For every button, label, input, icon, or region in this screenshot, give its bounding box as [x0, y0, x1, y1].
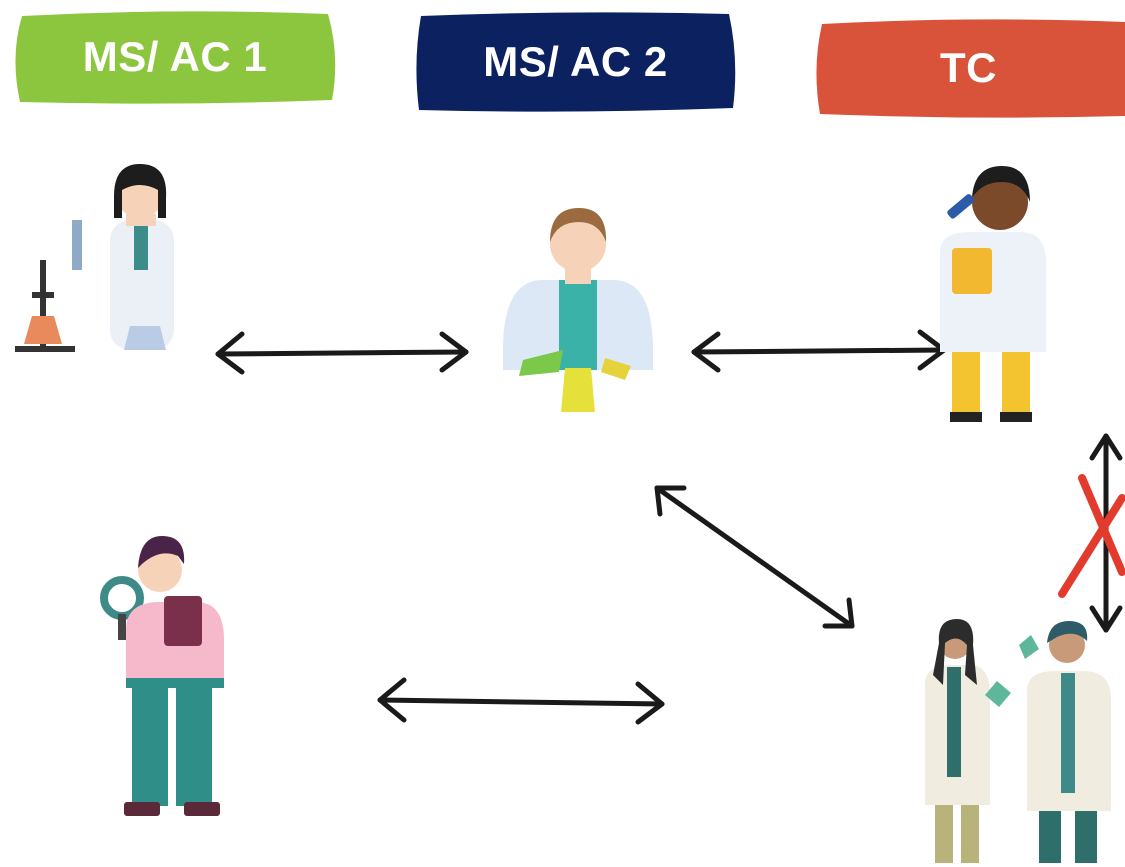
label-tc: TC	[812, 16, 1125, 120]
scientist-with-flask-icon	[15, 164, 174, 352]
two-scientists-icon	[925, 619, 1111, 863]
double-arrow-icon	[215, 331, 469, 375]
brush-background	[816, 19, 1125, 118]
brush-background	[416, 12, 736, 112]
label-ms-ac2-text: MS/ AC 2	[483, 38, 668, 85]
brush-background	[15, 11, 336, 104]
chemist-mixing-liquids-icon	[503, 208, 653, 412]
label-ms-ac1-text: MS/ AC 1	[82, 33, 268, 80]
cross-icon	[1058, 474, 1125, 598]
investigator-with-magnifier-icon	[100, 536, 224, 816]
label-ms-ac2: MS/ AC 2	[413, 10, 738, 114]
label-tc-text: TC	[940, 44, 997, 91]
label-ms-ac1: MS/ AC 1	[10, 8, 340, 106]
double-arrow-icon	[654, 485, 855, 629]
double-arrow-icon	[691, 329, 947, 373]
researcher-with-clipboard-icon	[940, 166, 1046, 422]
double-arrow-icon	[377, 677, 665, 725]
